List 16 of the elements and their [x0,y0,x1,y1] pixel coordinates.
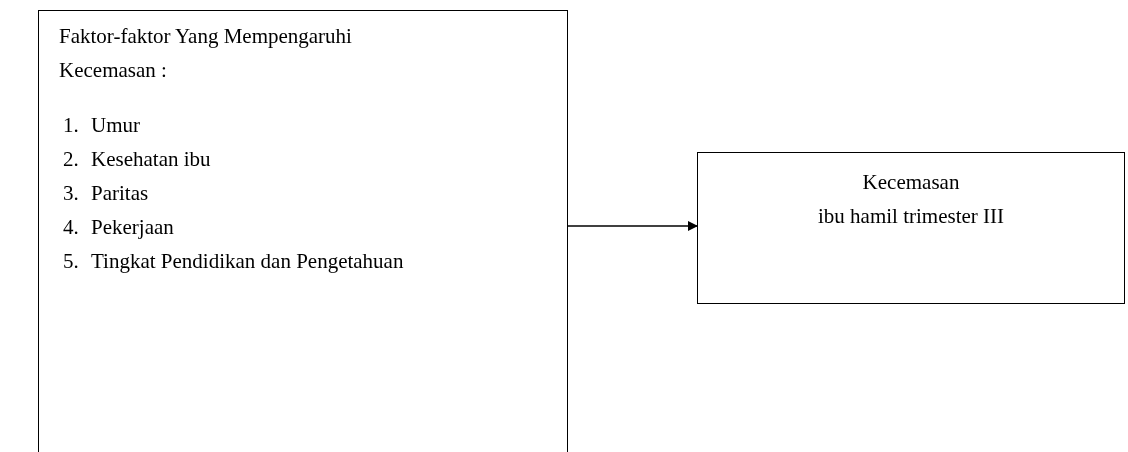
box-text: Kecemasan [861,169,961,196]
box-text: ibu hamil trimester III [817,203,1005,230]
text-box [38,10,568,452]
list-number: 3. [63,180,80,207]
list-number: 4. [63,214,80,241]
list-number: 5. [63,248,80,275]
list-item: Pekerjaan [91,214,174,241]
list-item: Tingkat Pendidikan dan Pengetahuan [91,248,404,275]
list-number: 1. [63,112,80,139]
list-number: 2. [63,146,80,173]
list-item: Paritas [91,180,149,207]
list-item: Umur [91,112,140,139]
heading: Faktor-faktor Yang Mempengaruhi Kecemasan : [59,23,353,84]
text-box [697,152,1125,304]
list-item: Kesehatan ibu [91,146,211,173]
arrow [567,221,698,231]
